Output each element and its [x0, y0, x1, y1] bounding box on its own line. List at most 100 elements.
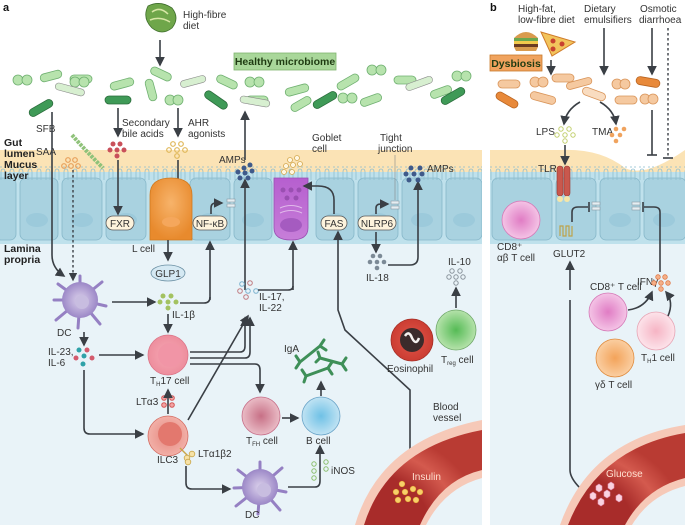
il1b-molecules: [157, 293, 179, 311]
saa-molecules: [61, 157, 81, 169]
lta3-molecules: [161, 395, 175, 408]
nfkb-complex: NF-κB: [192, 215, 228, 231]
l-cell: [149, 177, 193, 241]
l-cell-label: L cell: [132, 244, 155, 255]
tma-molecules: [609, 126, 627, 144]
healthy-microbiome-box: Healthy microbiome: [233, 52, 337, 71]
lettuce-icon: [145, 3, 177, 33]
arrow-fas-to-goblet: [302, 181, 335, 214]
glp1-hormone: GLP1: [150, 264, 186, 282]
tight-junction-label-1: Tight: [380, 133, 402, 144]
amps-right-molecules: [403, 165, 425, 183]
il18-molecules: [367, 253, 387, 271]
dysbiosis-flagellated-microbes: [495, 76, 661, 109]
inos-molecules: [311, 459, 329, 481]
diarrhoea-label-1: Osmotic: [640, 4, 677, 15]
amps-left-molecules: [235, 162, 255, 181]
tight-junction-2: [390, 200, 400, 210]
mucus-layer-label-1: Mucus: [4, 159, 37, 171]
goblet-mucin-granules: [281, 155, 303, 175]
iga-label: IgA: [284, 344, 299, 355]
diarrhoea-label-2: diarrhoea: [639, 15, 682, 26]
glut2-label: GLUT2: [553, 249, 586, 260]
dysbiosis-label: Dysbiosis: [491, 58, 541, 70]
il10-label: IL-10: [448, 257, 471, 268]
arrow-nlrp6-to-junction: [375, 199, 390, 214]
saa-label: SAA: [36, 147, 56, 158]
th17-label: TH17 cell: [150, 376, 189, 388]
arrow-il18-to-amps: [388, 180, 423, 266]
glp1-label: GLP1: [155, 269, 181, 280]
blood-vessel-label-2: vessel: [433, 413, 461, 424]
arrow-il23-to-ilc3: [83, 370, 145, 439]
arrow-th17-to-tfh: [190, 363, 265, 394]
il18-label: IL-18: [366, 273, 389, 284]
bile-acid-molecules: [107, 141, 127, 159]
fas-label: FAS: [325, 219, 344, 230]
gut-lumen-label-1: Gut: [4, 137, 23, 149]
il23-il6-label-1: IL-23,: [48, 347, 74, 358]
th17-cell: [147, 334, 189, 376]
tfh-label: TFH cell: [246, 436, 278, 448]
il17-il22-molecules: [237, 280, 259, 300]
secondary-bile-acids-label-2: bile acids: [122, 129, 164, 140]
nlrp6-complex: NLRP6: [357, 215, 397, 231]
tight-junction-1: [226, 198, 236, 208]
dysbiosis-microbes: [497, 73, 659, 105]
lta1b2-receptor: [179, 447, 196, 466]
ilc3-label: ILC3: [157, 455, 179, 466]
il23-il6-label-2: IL-6: [48, 358, 66, 369]
arrow-microbe-to-dc: [51, 112, 66, 277]
blood-vessel-a: [355, 420, 482, 525]
tight-junction-label-2: junction: [377, 144, 412, 155]
th1-cell: [636, 311, 676, 351]
high-fibre-diet-label-2: diet: [183, 21, 199, 32]
amps-right-label: AMPs: [427, 164, 454, 175]
iga-antibodies: [294, 338, 348, 384]
blood-vessel-label-1: Blood: [433, 402, 459, 413]
fas-enzyme: FAS: [320, 215, 348, 231]
line-il1b-to-nfkb: [180, 296, 211, 304]
line-il22-to-goblet: [258, 285, 294, 291]
secondary-bile-acids-label-1: Secondary: [122, 118, 170, 129]
lta1b2-label: LTα1β2: [198, 449, 232, 460]
il17-il22-label-2: IL-22: [259, 303, 282, 314]
dendritic-cell-bottom: [232, 460, 288, 516]
sfb-label: SFB: [36, 124, 56, 135]
sfb-filament: [70, 133, 105, 170]
blood-vessel-b: [560, 425, 685, 525]
inos-label: iNOS: [331, 466, 355, 477]
b-cell-label: B cell: [306, 436, 330, 447]
ahr-agonists-label-1: AHR: [188, 118, 209, 129]
dc-bottom-label: DC: [245, 510, 259, 521]
healthy-microbiome-label: Healthy microbiome: [235, 56, 336, 68]
dysbiosis-microbe-center: [582, 86, 606, 102]
lps-label: LPS: [536, 127, 555, 138]
mucus-layer-label-2: layer: [4, 170, 29, 182]
inhibit-glut2-to-junction: [571, 206, 588, 222]
ahr-agonist-molecules: [166, 141, 188, 159]
ilc3-cell: [147, 415, 189, 457]
tight-junction-b2: [631, 201, 641, 211]
nlrp6-label: NLRP6: [361, 219, 394, 230]
il17-il22-label-1: IL-17,: [259, 292, 285, 303]
tfh-cell: [241, 396, 281, 436]
treg-label: Treg cell: [441, 355, 474, 367]
arrow-ilc3-to-il22: [187, 314, 249, 421]
goblet-cell: [273, 177, 309, 241]
cd8ab-t-cell: [501, 200, 541, 240]
lamina-propria-label-2: propria: [4, 254, 40, 266]
amps-left-label: AMPs: [219, 155, 246, 166]
fxr-label: FXR: [110, 219, 130, 230]
dark-flagellated-microbes: [28, 87, 466, 117]
il1b-label: IL-1β: [172, 310, 195, 321]
gamma-delta-t-cell: [595, 338, 635, 378]
arrow-nfkb-to-junction: [210, 198, 224, 214]
gut-lumen-label-2: lumen: [4, 148, 35, 160]
pizza-icon: [540, 31, 577, 57]
ifng-molecules: [651, 274, 671, 292]
eosinophil-label: Eosinophil: [387, 364, 433, 375]
glucose-molecules: [589, 481, 623, 507]
tlr-receptor: [556, 165, 571, 202]
